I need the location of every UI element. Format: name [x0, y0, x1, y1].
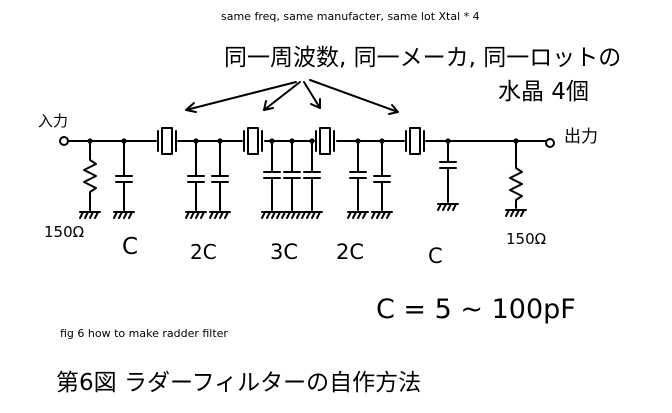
english-note: same freq, same manufacter, same lot Xta… [221, 10, 480, 23]
arrow-to-xtal-4 [309, 79, 399, 115]
crystal-3 [315, 127, 335, 155]
cap-2c-a [185, 140, 207, 219]
japanese-note-line1: 同一周波数, 同一メーカ, 同一ロットの [224, 45, 622, 71]
cap-label-3: 3C [270, 240, 299, 264]
resistor-right [505, 140, 527, 217]
cap-3c-a [261, 140, 283, 219]
cap-c-left [113, 140, 135, 219]
cap-c-right [437, 140, 459, 211]
arrow-to-xtal-3 [303, 81, 321, 109]
arrow-to-xtal-1 [185, 81, 297, 113]
figure-caption-en: fig 6 how to make radder filter [60, 327, 228, 340]
cap-2c-c [347, 140, 369, 219]
input-terminal [59, 136, 69, 146]
cap-label-5: C [428, 244, 443, 268]
output-label: 出力 [564, 127, 598, 147]
cap-label-1: C [122, 234, 139, 260]
cap-label-4: 2C [336, 240, 365, 264]
cap-2c-b [209, 140, 231, 219]
cap-3c-b [281, 140, 303, 219]
junction-dots [87, 138, 519, 144]
crystal-2 [243, 127, 263, 155]
capacitance-range: C = 5 ~ 100pF [376, 294, 576, 325]
crystal-1 [157, 127, 177, 155]
resistor-right-value: 150Ω [506, 230, 547, 248]
resistor-left [79, 140, 101, 219]
figure-title-jp: 第6図 ラダーフィルターの自作方法 [56, 370, 422, 396]
japanese-note-line2: 水晶 4個 [498, 79, 589, 105]
cap-2c-d [371, 140, 393, 219]
output-terminal [545, 138, 555, 148]
input-label: 入力 [38, 112, 69, 130]
resistor-left-value: 150Ω [44, 223, 85, 241]
cap-3c-c [301, 140, 323, 219]
cap-label-2: 2C [190, 240, 217, 264]
crystal-4 [405, 127, 425, 155]
arrow-to-xtal-2 [263, 81, 301, 111]
